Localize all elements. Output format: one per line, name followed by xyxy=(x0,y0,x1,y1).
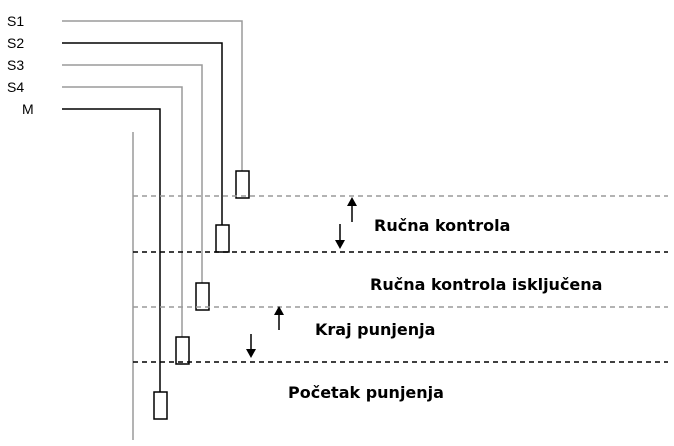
probe-label-s3: S3 xyxy=(7,57,24,73)
probe-wire-s2 xyxy=(62,42,223,225)
level-label-kraj-punjenja: Kraj punjenja xyxy=(315,320,435,339)
level-label-rucna-kontrola: Ručna kontrola xyxy=(374,216,510,235)
probe-wire-m xyxy=(62,108,161,392)
probe-wire-s4 xyxy=(62,86,183,337)
probe-wire-s1 xyxy=(62,20,243,171)
probe-tip-s3 xyxy=(195,282,210,311)
probe-label-s1: S1 xyxy=(7,13,24,29)
probe-wire-s3 xyxy=(62,64,203,283)
level-label-rucna-kontrola-iskljucena: Ručna kontrola isključena xyxy=(370,275,602,294)
probe-tip-s4 xyxy=(175,336,190,365)
up-arrow-icon xyxy=(347,197,357,222)
level-label-pocetak-punjenja: Početak punjenja xyxy=(288,383,444,402)
down-arrow-icon xyxy=(246,334,256,358)
probe-tip-s1 xyxy=(235,170,250,199)
probe-label-s4: S4 xyxy=(7,79,24,95)
probe-label-s2: S2 xyxy=(7,35,24,51)
probe-label-m: M xyxy=(22,101,34,117)
down-arrow-icon xyxy=(335,224,345,249)
probe-tip-m xyxy=(153,391,168,420)
up-arrow-icon xyxy=(274,306,284,330)
probe-tip-s2 xyxy=(215,224,230,253)
